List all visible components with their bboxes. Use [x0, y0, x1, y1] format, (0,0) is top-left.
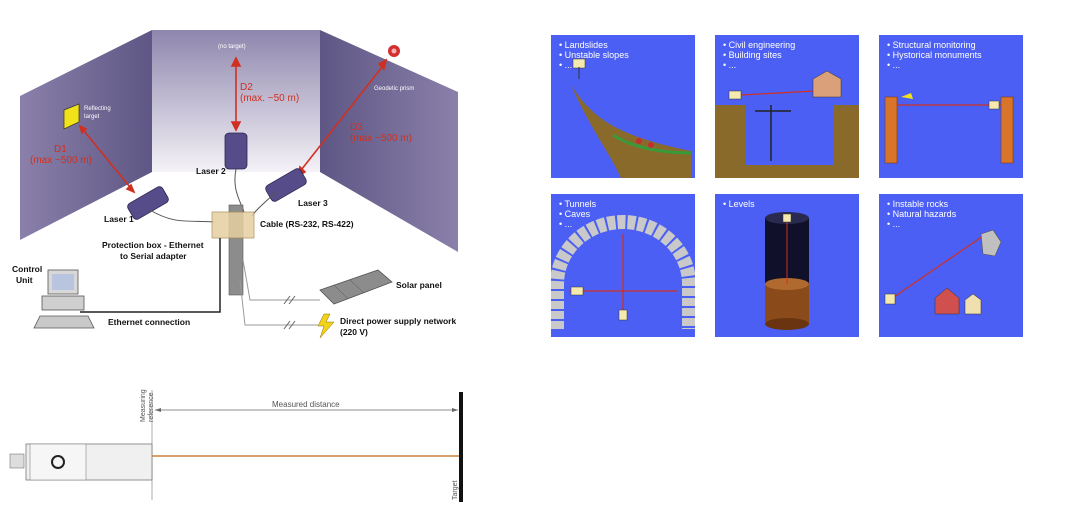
cable-label: Cable (RS-232, RS-422)	[260, 219, 354, 229]
laser-3-icon	[265, 168, 307, 202]
laser-1-label: Laser 1	[104, 214, 134, 224]
laser-3-label: Laser 3	[298, 198, 328, 208]
laser-icon	[570, 286, 584, 296]
computer-icon	[33, 269, 95, 329]
laser-icon	[782, 213, 792, 223]
app-card-instable-rocks: Instable rocks Natural hazards ...	[879, 194, 1023, 337]
target-label: Target	[452, 480, 459, 500]
d2-label: D2	[240, 82, 253, 93]
laser-1-icon	[127, 186, 169, 220]
laser-icon	[572, 58, 586, 69]
svg-text:reference: reference	[148, 392, 155, 422]
right-wall	[320, 30, 458, 252]
d3-label: D3	[350, 122, 363, 133]
no-target-label: (no target)	[218, 44, 246, 50]
app-card-structural-monitoring: Structural monitoring Hystorical monumen…	[879, 35, 1023, 178]
protection-box-label: Protection box - Ethernet	[102, 240, 204, 250]
laser-icon	[988, 100, 1000, 110]
laser-2-icon	[224, 132, 248, 170]
power-supply-label: Direct power supply network	[340, 316, 456, 326]
svg-text:to Serial adapter: to Serial adapter	[120, 251, 187, 261]
app-card-levels: Levels	[715, 194, 859, 337]
svg-text:target: target	[84, 114, 100, 120]
app-card-civil-engineering: Civil engineering Building sites ...	[715, 35, 859, 178]
laser-system-diagram: Reflecting target (no target) Geodetic p…	[0, 0, 470, 350]
d3-range: (max ~500 m)	[350, 133, 412, 144]
laser-icon	[728, 90, 742, 100]
laser-2-label: Laser 2	[196, 166, 226, 176]
control-unit-label: Control	[12, 264, 42, 274]
measurement-diagram: Measuring reference Measured distance Ta…	[0, 380, 480, 503]
ethernet-label: Ethernet connection	[108, 317, 190, 327]
solar-panel-label: Solar panel	[396, 280, 442, 290]
d1-label: D1	[54, 144, 67, 155]
lightning-icon	[317, 313, 335, 339]
geodetic-prism-label: Geodetic prism	[374, 86, 414, 92]
svg-text:Unit: Unit	[16, 275, 33, 285]
d2-range: (max. ~50 m)	[240, 93, 299, 104]
measuring-reference-label: Measuring	[140, 389, 147, 422]
laser-icon	[884, 293, 896, 305]
app-card-landslides: Landslides Unstable slopes ...	[551, 35, 695, 178]
left-wall	[20, 30, 152, 240]
svg-text:(220 V): (220 V)	[340, 327, 368, 337]
reflecting-target-icon	[63, 103, 80, 130]
reflecting-target-label: Reflecting	[84, 106, 111, 112]
solar-panel-icon	[319, 269, 393, 305]
d1-range: (max ~500 m)	[30, 155, 92, 166]
app-card-tunnels: Tunnels Caves ...	[551, 194, 695, 337]
measured-distance-label: Measured distance	[272, 400, 340, 409]
protection-box-icon	[211, 211, 255, 239]
target-icon	[459, 392, 463, 502]
